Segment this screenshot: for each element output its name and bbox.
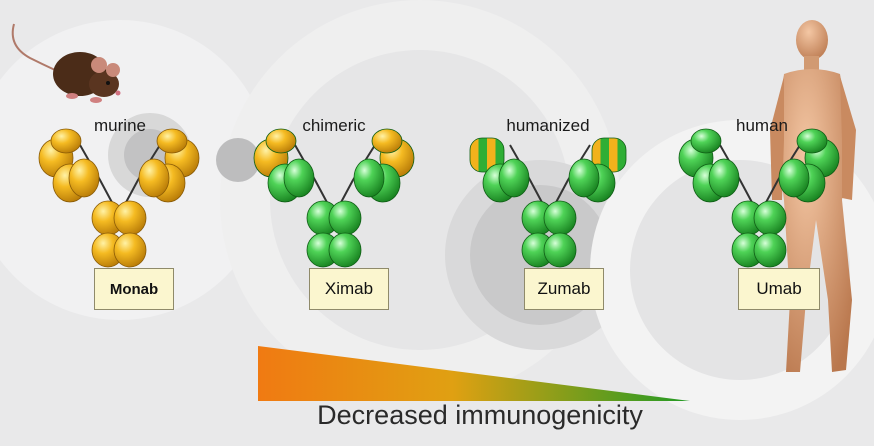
immunogenicity-gradient (258, 346, 690, 401)
label-chimeric: chimeric (302, 116, 366, 135)
label-human: human (736, 116, 788, 135)
mouse-icon (11, 23, 121, 103)
label-murine: murine (94, 116, 146, 135)
label-humanized: humanized (506, 116, 590, 135)
axis-label: Decreased immunogenicity (317, 400, 643, 430)
name-box-umab: Umab (738, 268, 820, 310)
antibody-human (678, 128, 840, 268)
name-box-zumab: Zumab (524, 268, 604, 310)
name-box-ximab: Ximab (309, 268, 389, 310)
antibody-humanized (469, 137, 627, 268)
antibody-chimeric (253, 128, 415, 268)
antibody-murine (38, 128, 200, 268)
name-box-monab: Monab (94, 268, 174, 310)
